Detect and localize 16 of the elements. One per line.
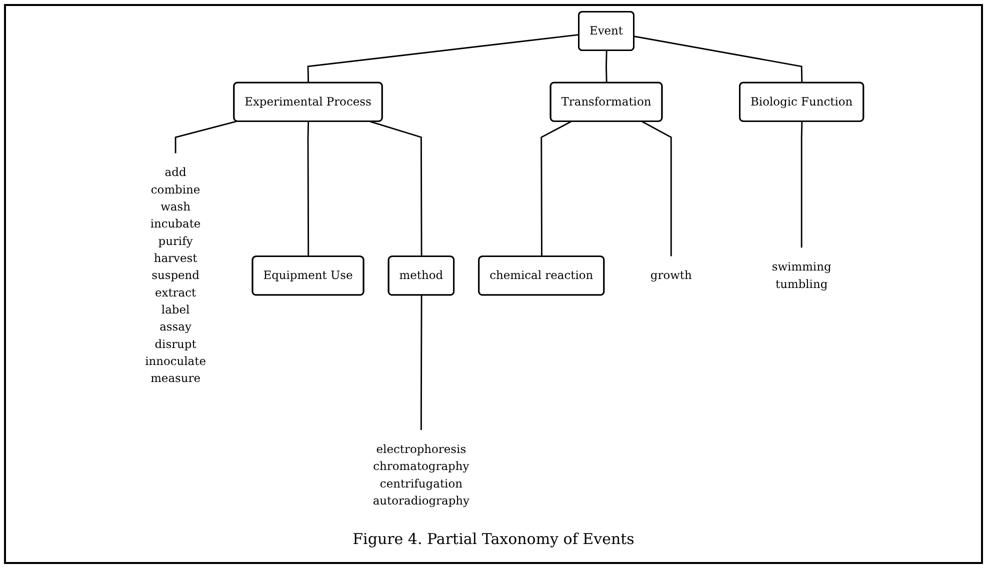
connector [307, 122, 310, 257]
connector [540, 120, 572, 257]
connector [800, 122, 803, 248]
figure-caption: Figure 4. Partial Taxonomy of Events [352, 530, 634, 548]
node-text: electrophoresis chromatography centrifugation autoradiography [372, 442, 470, 508]
connector [307, 34, 580, 83]
figure-frame: Event Experimental Process Transformation Biologic Function add combine wash incubate purify harvest suspend extract label assay disrupt innoculate measure Equipment Use method chemical reaction growth swimming tumbling electrophoresis chromatography centrifugation autoradiography Figure 4. Partial Taxonomy of Events [4, 4, 983, 564]
node-text: swimming tumbling [772, 260, 832, 291]
connector [642, 120, 672, 256]
node-text: add combine wash incubate purify harvest suspend extract label assay disrupt innoculate measure [145, 166, 206, 386]
connector [606, 50, 608, 83]
connector [174, 120, 237, 154]
connector [420, 295, 422, 430]
node-text: growth [650, 268, 692, 282]
connector [370, 120, 422, 257]
connector [634, 36, 803, 83]
